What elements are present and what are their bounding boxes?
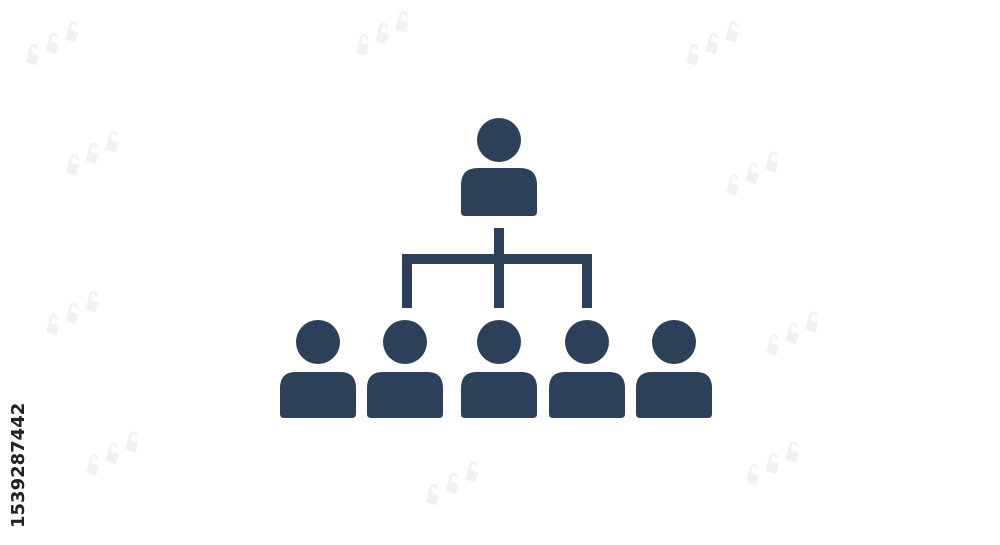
person-icon-3 [461, 320, 537, 418]
person-icon-2 [367, 320, 443, 418]
stock-id-label: 1539287442 [8, 298, 30, 530]
connector-lines [402, 228, 592, 308]
person-icon-1 [280, 320, 356, 418]
person-icon-4 [549, 320, 625, 418]
top-person-icon [461, 118, 537, 216]
person-icon-5 [636, 320, 712, 418]
stock-id-text: 1539287442 [8, 403, 29, 528]
